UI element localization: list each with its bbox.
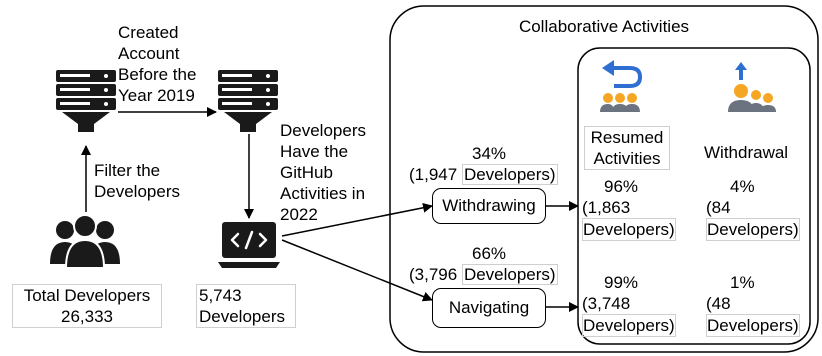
resumed-activities-icon <box>600 60 643 112</box>
result-withdrawing-resumed: 96% (1,863 Developers) <box>582 176 680 241</box>
text-line: Have the <box>280 142 349 161</box>
text-line: Account <box>118 44 180 63</box>
result-count: (3,748 <box>582 294 631 313</box>
text-line: Filter the <box>94 161 161 180</box>
result-unit: Developers) <box>706 314 800 337</box>
result-pct: 4% <box>730 177 755 196</box>
filter-criterion-activity: Developers Have the GitHub Activities in… <box>280 120 366 225</box>
navigating-node: Navigating <box>432 288 546 328</box>
withdrawal-icon <box>728 62 776 112</box>
text-line: Activities in <box>280 184 366 203</box>
count-suffix: Developers) <box>461 264 558 285</box>
filtered-label: Developers <box>199 307 285 326</box>
text-line: Activities <box>593 149 661 168</box>
withdrawing-count: (1,947 Developers) <box>409 164 558 185</box>
column-header-resumed: Resumed Activities <box>584 126 670 170</box>
text-line: Resumed <box>590 128 664 147</box>
text-line: Created <box>118 23 179 42</box>
result-unit: Developers) <box>582 218 676 241</box>
filtered-count: 5,743 <box>199 286 242 305</box>
results-panel <box>577 47 811 345</box>
withdrawing-node: Withdrawing <box>432 188 546 224</box>
activities-panel <box>389 5 819 353</box>
arrow-to-withdrawing <box>281 202 433 237</box>
filter-label: Filter the Developers <box>94 160 180 202</box>
result-withdrawing-withdrawal: 4% (84 Developers) <box>706 176 808 241</box>
navigating-pct: 66% <box>472 244 507 263</box>
laptop-code-icon <box>218 222 280 268</box>
total-developers-box: Total Developers 26,333 <box>12 284 162 328</box>
result-unit: Developers) <box>706 218 800 241</box>
result-count: (1,863 <box>582 198 631 217</box>
text-line: Year 2019 <box>118 86 195 105</box>
server-filter-icon <box>56 70 116 132</box>
count-suffix: Developers) <box>461 164 558 185</box>
panel-title: Collaborative Activities <box>518 17 690 36</box>
withdrawing-pct: 34% <box>472 144 507 163</box>
result-unit: Developers) <box>582 314 676 337</box>
result-pct: 1% <box>730 273 755 292</box>
filtered-developers-box: 5,743 Developers <box>196 284 296 328</box>
text-line: GitHub <box>280 163 333 182</box>
result-pct: 99% <box>604 273 639 292</box>
column-header-withdrawal: Withdrawal <box>704 143 789 162</box>
result-navigating-resumed: 99% (3,748 Developers) <box>582 272 680 337</box>
result-count: (48 <box>706 294 731 313</box>
text-line: Developers <box>94 182 180 201</box>
server-filter-icon <box>218 70 278 132</box>
total-count: 26,333 <box>61 307 113 326</box>
text-line: Developers <box>280 121 366 140</box>
arrow-to-navigating <box>281 239 433 302</box>
count-prefix: (3,796 <box>409 265 458 284</box>
count-prefix: (1,947 <box>409 165 458 184</box>
filter-criterion-account-age: Created Account Before the Year 2019 <box>118 22 196 106</box>
navigating-count: (3,796 Developers) <box>409 264 558 285</box>
text-line: Before the <box>118 65 197 84</box>
result-pct: 96% <box>604 177 639 196</box>
result-count: (84 <box>706 198 731 217</box>
result-navigating-withdrawal: 1% (48 Developers) <box>706 272 808 337</box>
people-group-icon <box>50 214 120 269</box>
total-label: Total Developers <box>23 286 151 305</box>
text-line: 2022 <box>280 205 318 224</box>
